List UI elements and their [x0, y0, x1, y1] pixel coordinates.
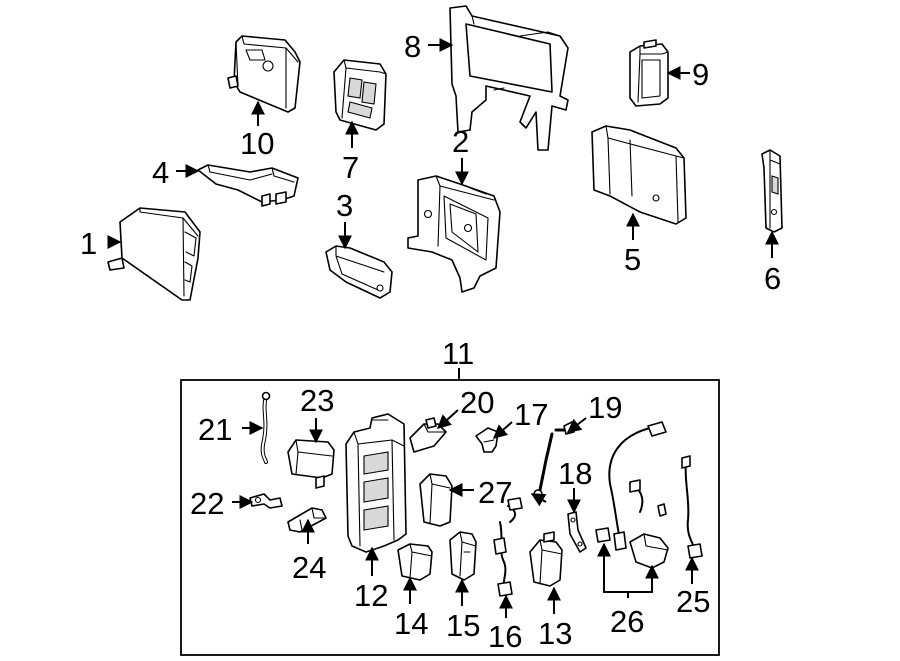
callout-8: 8: [404, 29, 421, 64]
part-9-panel: [629, 39, 669, 107]
upper-leader-lines: [107, 38, 779, 258]
callout-11: 11: [442, 336, 474, 371]
part-22-clip: [249, 493, 283, 509]
part-27-relay: [419, 473, 453, 527]
callout-6: 6: [764, 261, 781, 296]
part-4-bracket: [197, 164, 299, 207]
callout-4: 4: [152, 155, 169, 190]
callout-14: 14: [394, 606, 428, 641]
part-23-relay: [287, 439, 335, 489]
part-17-plug: [475, 427, 499, 453]
callout-23: 23: [300, 383, 334, 418]
part-11-assembly-frame: [180, 379, 720, 656]
callout-12: 12: [354, 578, 388, 613]
part-7-relay-box: [333, 59, 387, 131]
part-13-relay: [529, 531, 563, 587]
callout-3: 3: [336, 188, 353, 223]
lower-leader-lines: [232, 409, 699, 618]
callout-20: 20: [460, 385, 494, 420]
callout-22: 22: [190, 486, 224, 521]
callout-16: 16: [488, 619, 522, 654]
callout-19: 19: [588, 390, 622, 425]
callout-26: 26: [610, 604, 644, 639]
part-18-bracket: [567, 511, 587, 553]
part-3-cover: [325, 245, 393, 299]
callout-2: 2: [452, 124, 469, 159]
part-26-harness: [595, 421, 669, 569]
callout-18: 18: [558, 456, 592, 491]
part-15-module: [449, 531, 477, 581]
callout-1: 1: [80, 226, 97, 261]
part-21-strap: [260, 391, 271, 464]
callout-15: 15: [446, 608, 480, 643]
part-25-wire: [681, 455, 703, 559]
part-2-mounting-bracket: [407, 175, 501, 293]
callout-25: 25: [676, 584, 710, 619]
part-20-sensor: [409, 417, 447, 453]
part-16-harness: [493, 497, 523, 597]
callout-7: 7: [342, 150, 359, 185]
callout-13: 13: [538, 616, 572, 651]
part-5-cover-panel: [591, 125, 687, 225]
callout-27: 27: [478, 475, 512, 510]
callout-labels: 1 2 3 4 5 6 7 8 9 10 11 12 13 14 15 16 1…: [80, 29, 781, 654]
callout-21: 21: [198, 412, 232, 447]
part-1-control-module: [107, 207, 201, 301]
part-6-narrow-bracket: [761, 149, 783, 233]
callout-17: 17: [514, 397, 548, 432]
part-14-relay-block: [397, 543, 433, 581]
part-10-module: [227, 35, 301, 113]
part-12-junction-box: [345, 413, 407, 553]
callout-9: 9: [692, 57, 709, 92]
callout-24: 24: [292, 550, 326, 585]
callout-5: 5: [624, 242, 641, 277]
part-8-frame-bracket: [449, 5, 569, 151]
callout-10: 10: [240, 126, 274, 161]
